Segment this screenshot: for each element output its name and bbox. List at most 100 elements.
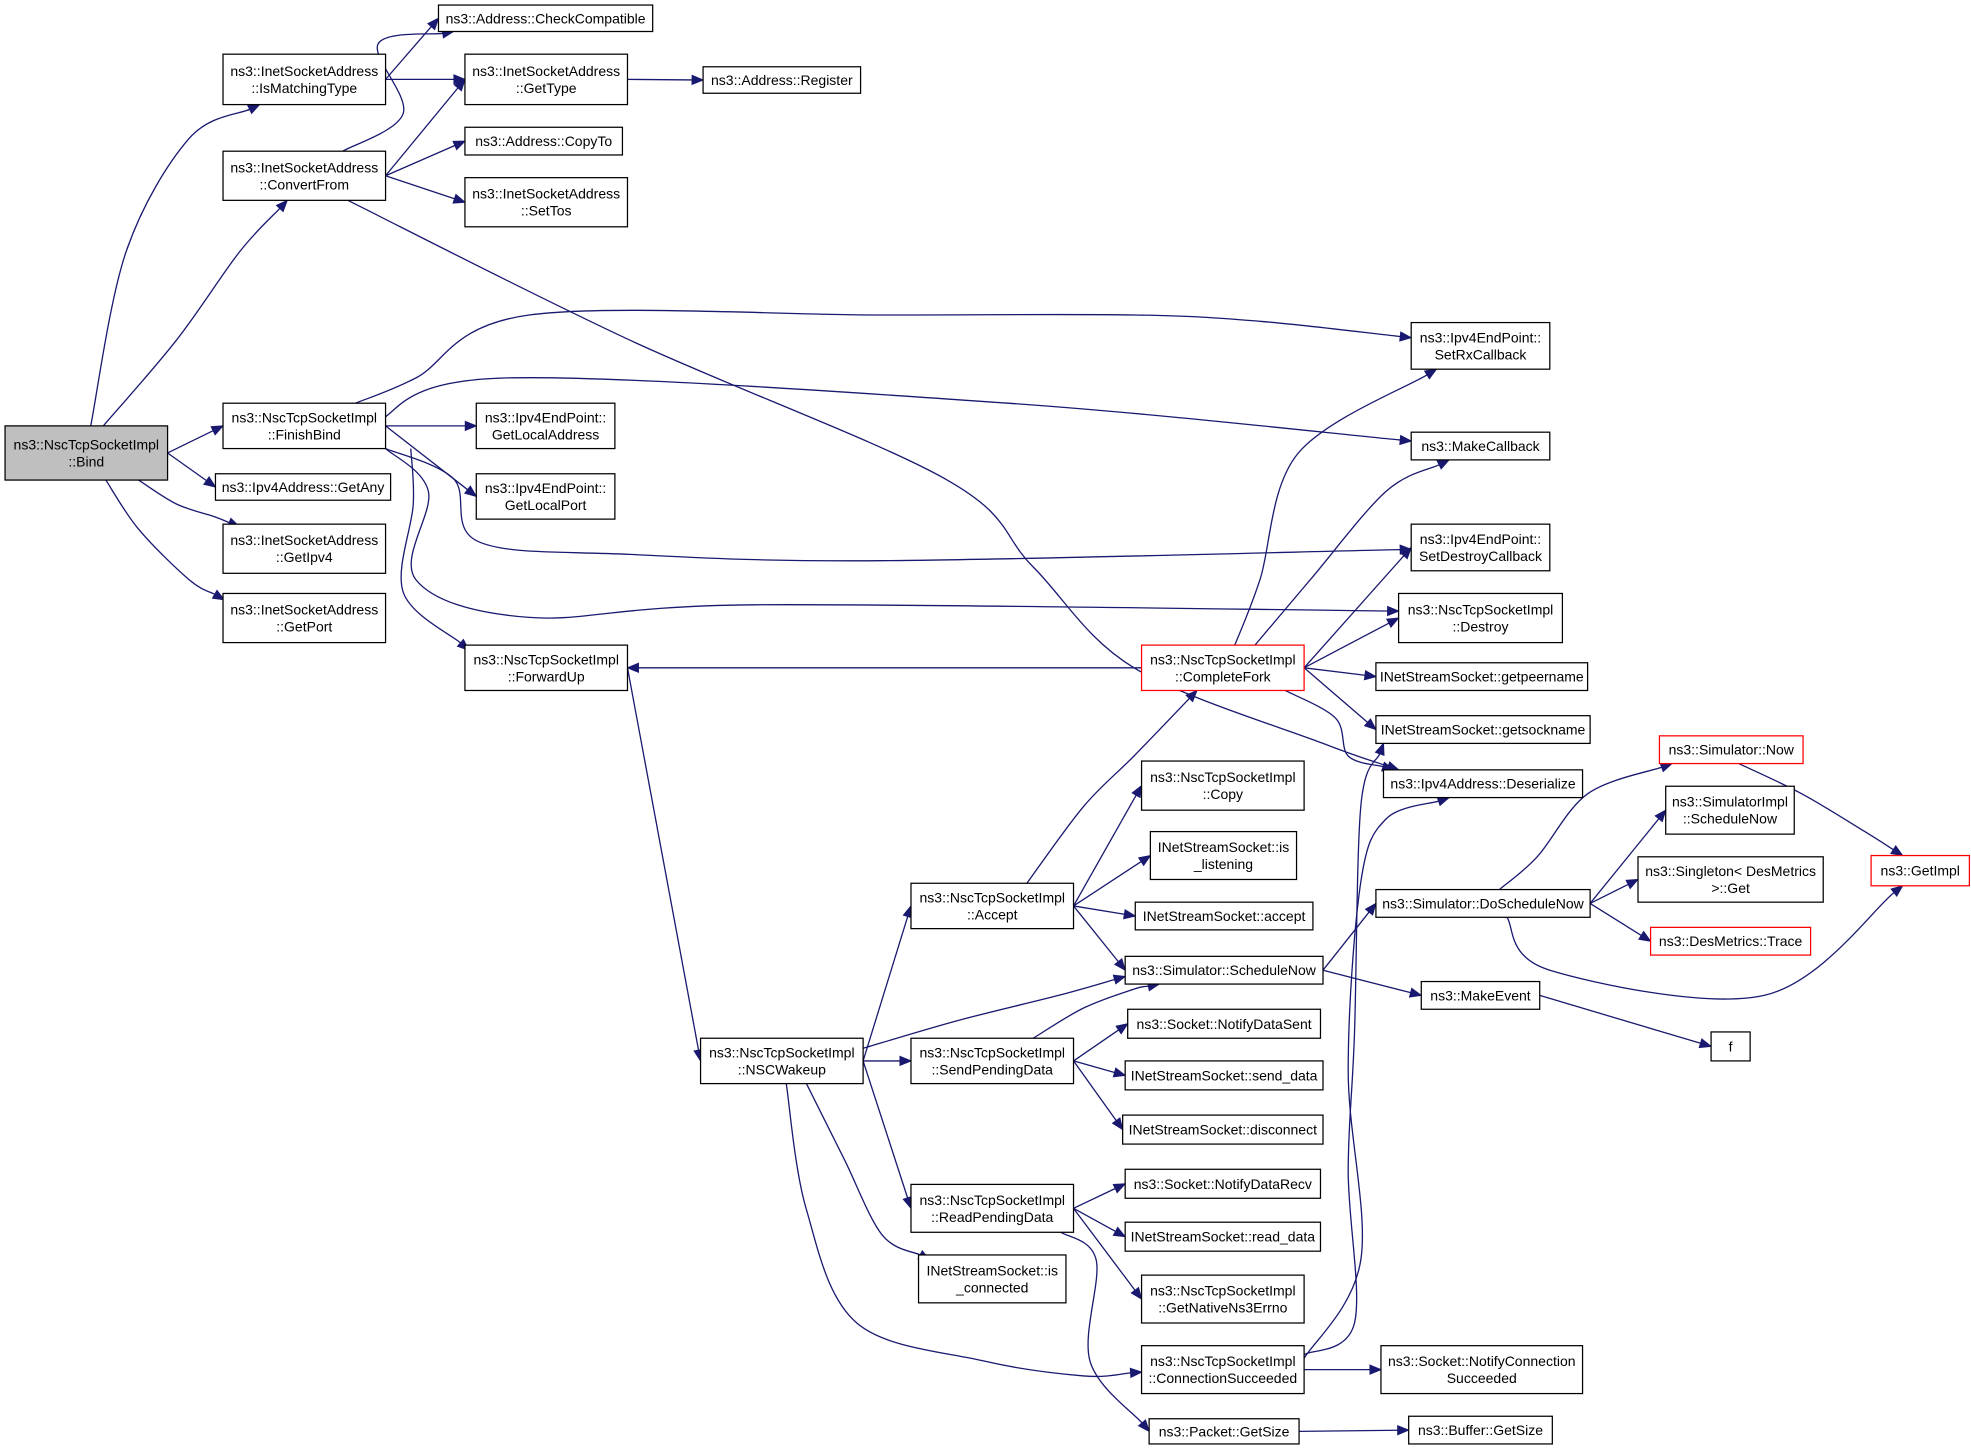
node-deserialize[interactable]: ns3::Ipv4Address::Deserialize	[1382, 769, 1584, 799]
node-finish-bind[interactable]: ns3::NscTcpSocketImpl::FinishBind	[222, 402, 387, 450]
arrowhead-icon	[275, 199, 289, 213]
node-label: GetLocalPort	[505, 497, 587, 513]
node-complete-fork[interactable]: ns3::NscTcpSocketImpl::CompleteFork	[1140, 644, 1305, 692]
node-is-listening[interactable]: INetStreamSocket::is_listening	[1149, 830, 1298, 881]
node-box	[214, 473, 392, 501]
node-f-node[interactable]: f	[1710, 1031, 1751, 1062]
node-box	[1127, 1008, 1322, 1039]
node-bind[interactable]: ns3::NscTcpSocketImpl::Bind	[4, 425, 169, 481]
edge-line	[1072, 1060, 1117, 1122]
edge-sendPendingData-to-notifyDataSent	[1073, 1023, 1129, 1062]
node-packet-get-size[interactable]: ns3::Packet::GetSize	[1148, 1418, 1300, 1445]
edge-line	[1284, 689, 1384, 768]
node-des-trace[interactable]: ns3::DesMetrics::Trace	[1649, 926, 1812, 956]
node-nsc-accept[interactable]: ns3::NscTcpSocketImpl::Accept	[910, 882, 1075, 930]
arrowhead-icon	[1131, 784, 1143, 799]
arrowhead-icon	[452, 193, 467, 204]
edge-doScheduleNow-to-getImpl	[1506, 884, 1904, 1000]
edge-nscWakeup-to-readPendingData	[862, 1060, 913, 1210]
node-conn-succeeded[interactable]: ns3::NscTcpSocketImpl::ConnectionSucceed…	[1140, 1345, 1305, 1395]
edge-readPendingData-to-packetGetSize	[1060, 1231, 1150, 1433]
node-set-rx-callback[interactable]: ns3::Ipv4EndPoint::SetRxCallback	[1410, 321, 1551, 370]
node-label: ns3::NscTcpSocketImpl	[1150, 1283, 1296, 1299]
node-forward-up[interactable]: ns3::NscTcpSocketImpl::ForwardUp	[464, 644, 629, 692]
arrowhead-icon	[246, 104, 261, 115]
edge-line	[385, 447, 1401, 562]
node-destroy[interactable]: ns3::NscTcpSocketImpl::Destroy	[1397, 592, 1564, 644]
node-singleton-get[interactable]: ns3::Singleton< DesMetrics >::Get	[1637, 856, 1824, 903]
node-copy-to[interactable]: ns3::Address::CopyTo	[464, 126, 624, 156]
node-box	[910, 1037, 1075, 1085]
node-getsockname[interactable]: INetStreamSocket::getsockname	[1375, 715, 1591, 745]
arrowhead-icon	[899, 1055, 913, 1067]
node-inet-accept[interactable]: INetStreamSocket::accept	[1134, 901, 1314, 931]
node-box	[1649, 926, 1812, 956]
node-label: SetDestroyCallback	[1419, 548, 1543, 564]
node-read-pending-data[interactable]: ns3::NscTcpSocketImpl::ReadPendingData	[910, 1183, 1075, 1233]
edge-line	[1026, 697, 1190, 884]
node-address-register[interactable]: ns3::Address::Register	[702, 66, 862, 94]
node-label: ns3::Singleton< DesMetrics	[1645, 863, 1816, 879]
node-get-port[interactable]: ns3::InetSocketAddress::GetPort	[222, 592, 387, 644]
node-sim-now[interactable]: ns3::Simulator::Now	[1658, 735, 1804, 765]
node-send-data[interactable]: INetStreamSocket::send_data	[1124, 1060, 1324, 1091]
node-disconnect[interactable]: INetStreamSocket::disconnect	[1122, 1114, 1324, 1145]
node-box	[1397, 592, 1564, 644]
edge-finishBind-to-makeCallback	[377, 377, 1413, 446]
node-label: ::ScheduleNow	[1683, 811, 1778, 827]
edge-line	[1589, 883, 1629, 905]
node-nsc-copy[interactable]: ns3::NscTcpSocketImpl::Copy	[1140, 760, 1305, 811]
node-make-event[interactable]: ns3::MakeEvent	[1420, 980, 1541, 1010]
edge-line	[377, 377, 1401, 441]
edge-line	[1073, 1060, 1115, 1074]
node-inet-get-type[interactable]: ns3::InetSocketAddress::GetType	[464, 53, 629, 106]
edge-connSucceeded-to-deserialize	[1303, 796, 1451, 1359]
edge-line	[1073, 905, 1119, 963]
node-notify-data-recv[interactable]: ns3::Socket::NotifyDataRecv	[1124, 1168, 1322, 1199]
edge-convertFrom-to-copyTo	[385, 140, 467, 177]
node-set-destroy-callback[interactable]: ns3::Ipv4EndPoint::SetDestroyCallback	[1410, 523, 1551, 572]
edge-nscWakeup-to-nscAccept	[862, 904, 913, 1062]
node-label: INetStreamSocket::accept	[1143, 908, 1306, 924]
node-get-any[interactable]: ns3::Ipv4Address::GetAny	[214, 473, 392, 501]
node-convert-from[interactable]: ns3::InetSocketAddress::ConvertFrom	[222, 150, 387, 201]
edge-line	[385, 175, 455, 200]
edge-finishBind-to-destroy	[385, 448, 1400, 619]
node-get-native-errno[interactable]: ns3::NscTcpSocketImpl::GetNativeNs3Errno	[1140, 1274, 1305, 1324]
arrowhead-icon	[1364, 902, 1377, 916]
edge-completeFork-to-destroy	[1303, 617, 1400, 669]
node-box	[222, 53, 387, 106]
edge-inetGetType-to-addressRegister	[627, 74, 705, 86]
node-sim-impl-schedule-now[interactable]: ns3::SimulatorImpl::ScheduleNow	[1665, 785, 1795, 835]
edge-line	[1506, 892, 1895, 1000]
node-get-local-address[interactable]: ns3::Ipv4EndPoint::GetLocalAddress	[475, 402, 616, 450]
edge-doScheduleNow-to-desTrace	[1589, 902, 1652, 942]
node-send-pending-data[interactable]: ns3::NscTcpSocketImpl::SendPendingData	[910, 1037, 1075, 1085]
node-get-ipv4[interactable]: ns3::InetSocketAddress::GetIpv4	[222, 523, 387, 574]
node-is-matching-type[interactable]: ns3::InetSocketAddress::IsMatchingType	[222, 53, 387, 106]
node-buffer-get-size[interactable]: ns3::Buffer::GetSize	[1408, 1415, 1553, 1445]
node-sim-schedule-now[interactable]: ns3::Simulator::ScheduleNow	[1124, 955, 1324, 985]
node-check-compatible[interactable]: ns3::Address::CheckCompatible	[437, 4, 654, 33]
node-nsc-wakeup[interactable]: ns3::NscTcpSocketImpl::NSCWakeup	[699, 1037, 864, 1085]
arrowhead-icon	[1363, 718, 1377, 731]
node-is-connected[interactable]: INetStreamSocket::is_connected	[917, 1254, 1067, 1304]
node-label: ::SendPendingData	[932, 1061, 1054, 1077]
arrowhead-icon	[203, 476, 217, 488]
edge-isMatchingType-to-checkCompatible	[385, 17, 440, 80]
edge-line	[862, 916, 909, 1062]
edge-line	[1073, 1187, 1116, 1209]
node-make-callback[interactable]: ns3::MakeCallback	[1410, 431, 1551, 461]
node-label: ::Destroy	[1452, 619, 1508, 635]
node-label: ns3::Address::Register	[711, 72, 853, 88]
node-get-impl[interactable]: ns3::GetImpl	[1870, 854, 1971, 887]
node-read-data[interactable]: INetStreamSocket::read_data	[1124, 1221, 1322, 1252]
edge-nscAccept-to-isListening	[1073, 854, 1152, 907]
node-notify-data-sent[interactable]: ns3::Socket::NotifyDataSent	[1127, 1008, 1322, 1039]
node-set-tos[interactable]: ns3::InetSocketAddress::SetTos	[464, 177, 629, 228]
node-get-local-port[interactable]: ns3::Ipv4EndPoint::GetLocalPort	[475, 473, 616, 520]
node-getpeername[interactable]: INetStreamSocket::getpeername	[1375, 662, 1589, 692]
node-label: ::CompleteFork	[1175, 668, 1272, 684]
node-do-schedule-now[interactable]: ns3::Simulator::DoScheduleNow	[1375, 888, 1591, 918]
